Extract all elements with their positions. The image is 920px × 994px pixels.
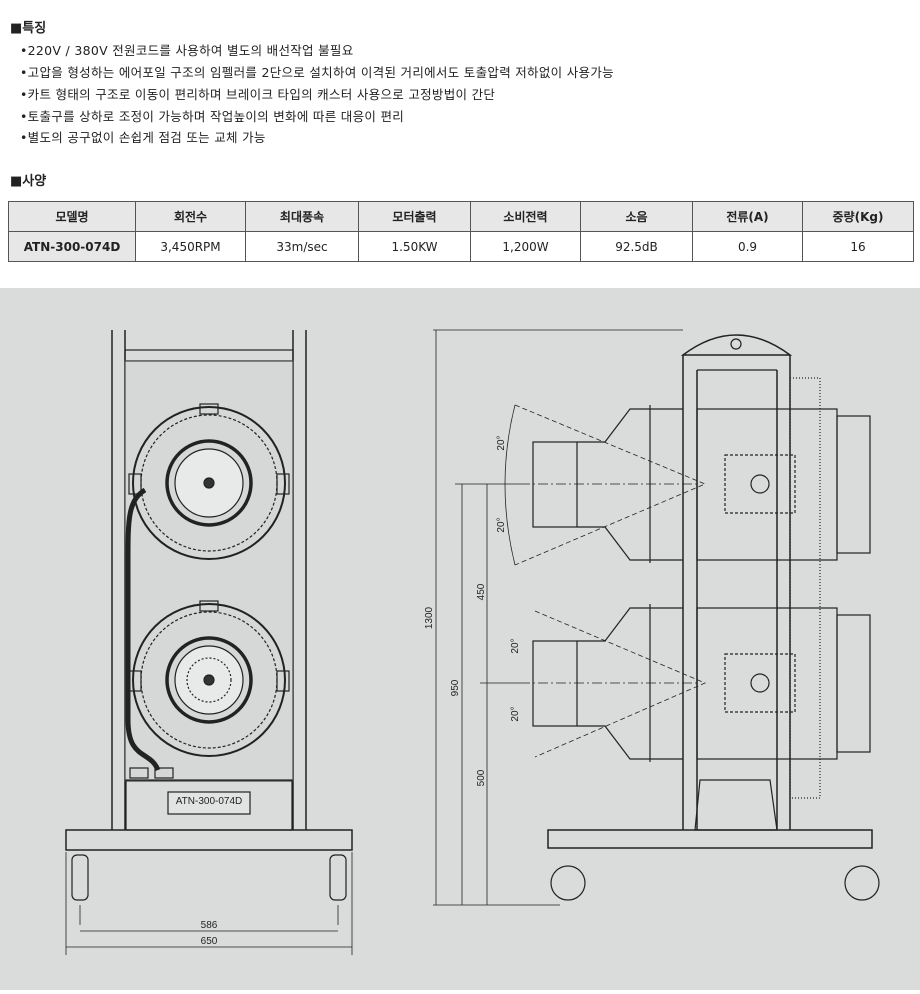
dim-650: 650 xyxy=(201,936,218,947)
dim-586: 586 xyxy=(201,920,218,931)
table-cell: 16 xyxy=(802,231,914,262)
technical-drawing: ATN-300-074D 586 650 xyxy=(0,288,920,990)
header-cell: 회전수 xyxy=(135,201,246,232)
table-cell: 1.50KW xyxy=(358,231,471,262)
nameplate-label: ATN-300-074D xyxy=(176,796,243,807)
header-cell: 소음 xyxy=(580,201,693,232)
table-header-row: 모델명 회전수 최대풍속 모터출력 소비전력 소음 전류(A) 중량(Kg) xyxy=(8,201,914,232)
fan-icon xyxy=(128,403,290,560)
angle-label: 20° xyxy=(496,435,507,450)
feature-item: •카트 형태의 구조로 이동이 편리하며 브레이크 타입의 캐스터 사용으로 고… xyxy=(20,87,496,102)
header-cell: 소비전력 xyxy=(470,201,581,232)
feature-item: •220V / 380V 전원코드를 사용하여 별도의 배선작업 불필요 xyxy=(20,43,354,58)
dim-450: 450 xyxy=(476,583,487,600)
table-row: ATN-300-074D 3,450RPM 33m/sec 1.50KW 1,2… xyxy=(8,231,914,262)
header-cell: 모터출력 xyxy=(358,201,471,232)
table-cell: 3,450RPM xyxy=(135,231,246,262)
feature-item: •별도의 공구없이 손쉽게 점검 또는 교체 가능 xyxy=(20,130,266,145)
side-view: 1300 950 450 500 20° 20° 20° 20° xyxy=(424,329,880,906)
front-view: ATN-300-074D 586 650 xyxy=(65,330,353,955)
angle-label: 20° xyxy=(510,706,521,721)
header-cell: 모델명 xyxy=(8,201,136,232)
header-cell: 중량(Kg) xyxy=(802,201,914,232)
dim-1300: 1300 xyxy=(424,606,435,629)
dim-500: 500 xyxy=(476,769,487,786)
fan-icon xyxy=(128,600,290,757)
nozzle xyxy=(532,405,871,563)
angle-label: 20° xyxy=(496,517,507,532)
table-cell: 33m/sec xyxy=(245,231,359,262)
table-cell: 1,200W xyxy=(470,231,581,262)
specs-heading: ■사양 xyxy=(10,174,47,189)
header-cell: 전류(A) xyxy=(692,201,803,232)
table-cell: ATN-300-074D xyxy=(8,231,136,262)
table-cell: 92.5dB xyxy=(580,231,693,262)
angle-label: 20° xyxy=(510,638,521,653)
dim-950: 950 xyxy=(450,679,461,696)
table-cell: 0.9 xyxy=(692,231,803,262)
feature-item: •토출구를 상하로 조정이 가능하며 작업높이의 변화에 따른 대응이 편리 xyxy=(20,109,405,124)
header-cell: 최대풍속 xyxy=(245,201,359,232)
feature-item: •고압을 형성하는 에어포일 구조의 임펠러를 2단으로 설치하여 이격된 거리… xyxy=(20,65,614,80)
features-heading: ■특징 xyxy=(10,21,47,36)
spec-table: 모델명 회전수 최대풍속 모터출력 소비전력 소음 전류(A) 중량(Kg) A… xyxy=(8,201,914,262)
